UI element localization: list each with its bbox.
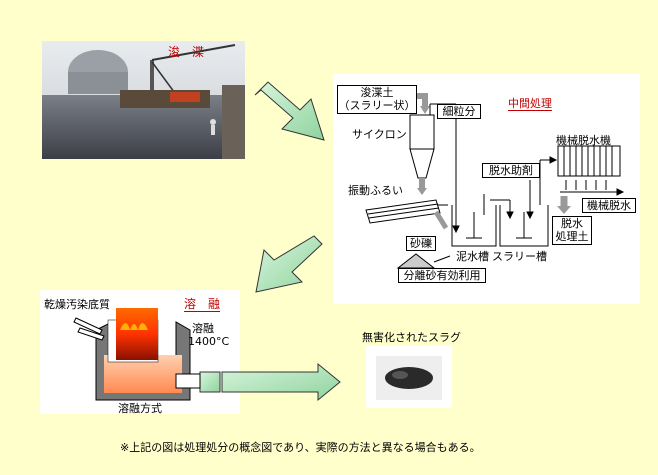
flow-arrow-melting-to-slag — [199, 362, 341, 402]
dredged-soil-line1: 浚渫土 — [360, 86, 394, 99]
slag-photo — [376, 356, 442, 400]
dry-sediment-label: 乾燥汚染底質 — [44, 298, 110, 311]
melting-method-label: 溶融方式 — [118, 402, 162, 415]
dewatered-soil-box: 脱水 処理土 — [552, 216, 592, 245]
dredged-soil-line2: （スラリー状） — [338, 99, 416, 112]
vibrating-screen-label: 振動ふるい — [348, 184, 403, 197]
slag-label: 無害化されたスラグ — [362, 331, 461, 344]
sand-reuse-box: 分離砂有効利用 — [398, 268, 486, 283]
dredge-label: 浚 渫 — [168, 45, 205, 59]
mud-tank-label: 泥水槽 — [456, 250, 489, 263]
melting-title: 溶 融 — [184, 297, 221, 312]
flow-arrow-middle-to-melting — [255, 235, 323, 293]
process-flow — [365, 93, 625, 269]
cyclone-label: サイクロン — [352, 128, 407, 141]
fine-particles-box: 細粒分 — [437, 104, 481, 119]
mechanical-dewatering-box: 機械脱水 — [582, 198, 636, 213]
gravel-box: 砂礫 — [406, 236, 436, 251]
dewatering-machine-label: 機械脱水機 — [556, 134, 611, 147]
slurry-tank-label: スラリー槽 — [492, 250, 547, 263]
flow-arrow-dredge-to-middle — [254, 81, 325, 141]
melting-furnace — [73, 308, 201, 401]
dredging-photo — [42, 41, 245, 159]
melt-label: 溶融 — [192, 322, 214, 335]
dewatering-agent-box: 脱水助剤 — [482, 163, 540, 178]
dewatered-soil-line2: 処理土 — [555, 230, 589, 243]
melt-temperature: 1400°C — [188, 335, 230, 348]
footnote: ※上記の図は処理処分の概念図であり、実際の方法と異なる場合もある。 — [120, 441, 481, 454]
middle-treatment-title: 中間処理 — [508, 97, 552, 111]
dewatered-soil-line1: 脱水 — [561, 217, 583, 230]
dredged-soil-box: 浚渫土 （スラリー状） — [337, 85, 417, 114]
